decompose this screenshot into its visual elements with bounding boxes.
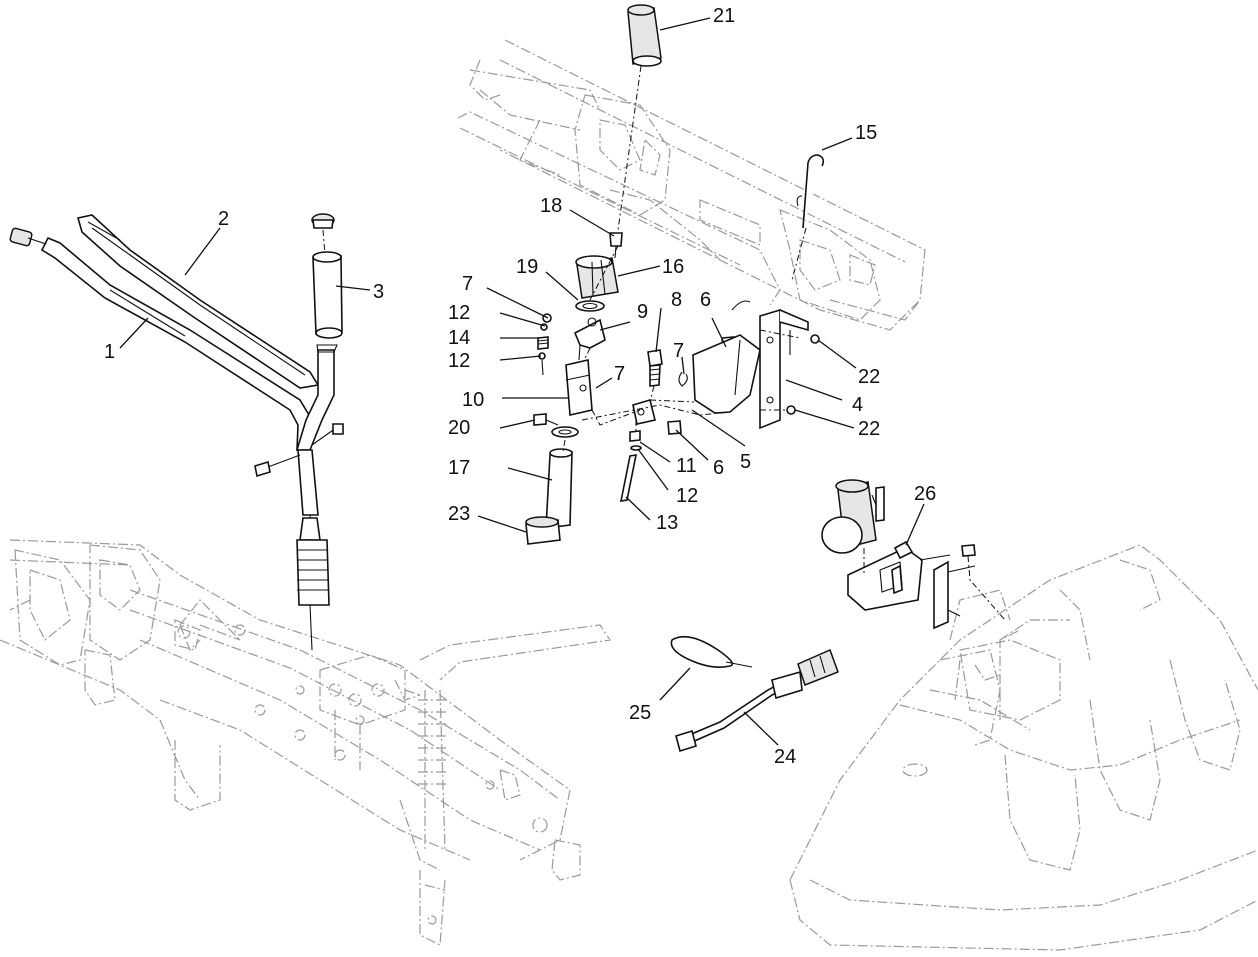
- callout-8: 8: [671, 289, 682, 311]
- callout-16: 16: [662, 256, 684, 278]
- callout-23: 23: [448, 503, 470, 525]
- part-1-control-lever: [9, 227, 313, 451]
- part-19-washer: [575, 300, 605, 312]
- callout-9: 9: [637, 301, 648, 323]
- callout-6b: 6: [713, 457, 724, 479]
- callout-7c: 7: [673, 340, 684, 362]
- part-17-lower-shaft: [545, 426, 579, 529]
- callout-11: 11: [676, 455, 697, 477]
- part-11-12-13-pin-stack: [619, 420, 642, 502]
- callout-25: 25: [629, 702, 651, 724]
- callout-22a: 22: [858, 366, 880, 388]
- callout-4: 4: [852, 394, 863, 416]
- callout-6a: 6: [700, 289, 711, 311]
- callout-12a: 12: [448, 302, 470, 324]
- part-15-rod: [731, 154, 825, 311]
- callout-7a: 7: [462, 273, 473, 295]
- callout-1: 1: [104, 341, 115, 363]
- part-8-plunger: [632, 349, 663, 425]
- part-16-housing: [575, 255, 619, 299]
- callout-13: 13: [656, 512, 678, 534]
- callout-17: 17: [448, 457, 470, 479]
- part-4-bracket: [759, 308, 809, 430]
- lever-shaft: [254, 349, 344, 546]
- part-3-grip: [311, 213, 343, 353]
- callout-7b: 7: [614, 363, 625, 385]
- callout-12c: 12: [676, 485, 698, 507]
- small-hardware-stack: [537, 313, 552, 376]
- part-24-harness: [675, 648, 839, 753]
- callout-26: 26: [914, 483, 936, 505]
- alignment-lines: [581, 245, 801, 426]
- part-18-screw: [609, 232, 623, 259]
- callout-14: 14: [448, 327, 470, 349]
- callout-18: 18: [540, 195, 562, 217]
- ghost-upper-frame: [457, 39, 926, 331]
- callout-21: 21: [713, 5, 735, 27]
- part-22-nuts: [786, 334, 820, 415]
- ghost-lower-right-hood: [789, 544, 1258, 951]
- callout-24: 24: [774, 746, 796, 768]
- part-10-body: [565, 359, 593, 416]
- part-5-plate: [692, 334, 761, 414]
- part-25-cable-tie: [670, 635, 753, 668]
- part-9-bracket: [573, 317, 606, 366]
- part-26-actuator: [821, 479, 1006, 630]
- callout-labels: 1 2 3 4 5 6 6 7 7 7 8 9 10 11 12 12 12 1…: [104, 5, 936, 768]
- callout-22b: 22: [858, 418, 880, 440]
- leader-lines: [119, 17, 925, 746]
- callout-20: 20: [448, 417, 470, 439]
- ghost-lower-left-chassis: [0, 539, 612, 946]
- callout-3: 3: [373, 281, 384, 303]
- callout-10: 10: [462, 389, 484, 411]
- part-20-pin: [533, 413, 559, 426]
- callout-2: 2: [218, 208, 229, 230]
- shaft-boot: [296, 517, 330, 651]
- callout-5: 5: [740, 451, 751, 473]
- callout-12b: 12: [448, 350, 470, 372]
- callout-15: 15: [855, 122, 877, 144]
- callout-19: 19: [516, 256, 538, 278]
- part-23-sleeve: [525, 516, 561, 545]
- part-7-clip: [678, 371, 688, 387]
- part-21-knob: [617, 4, 662, 231]
